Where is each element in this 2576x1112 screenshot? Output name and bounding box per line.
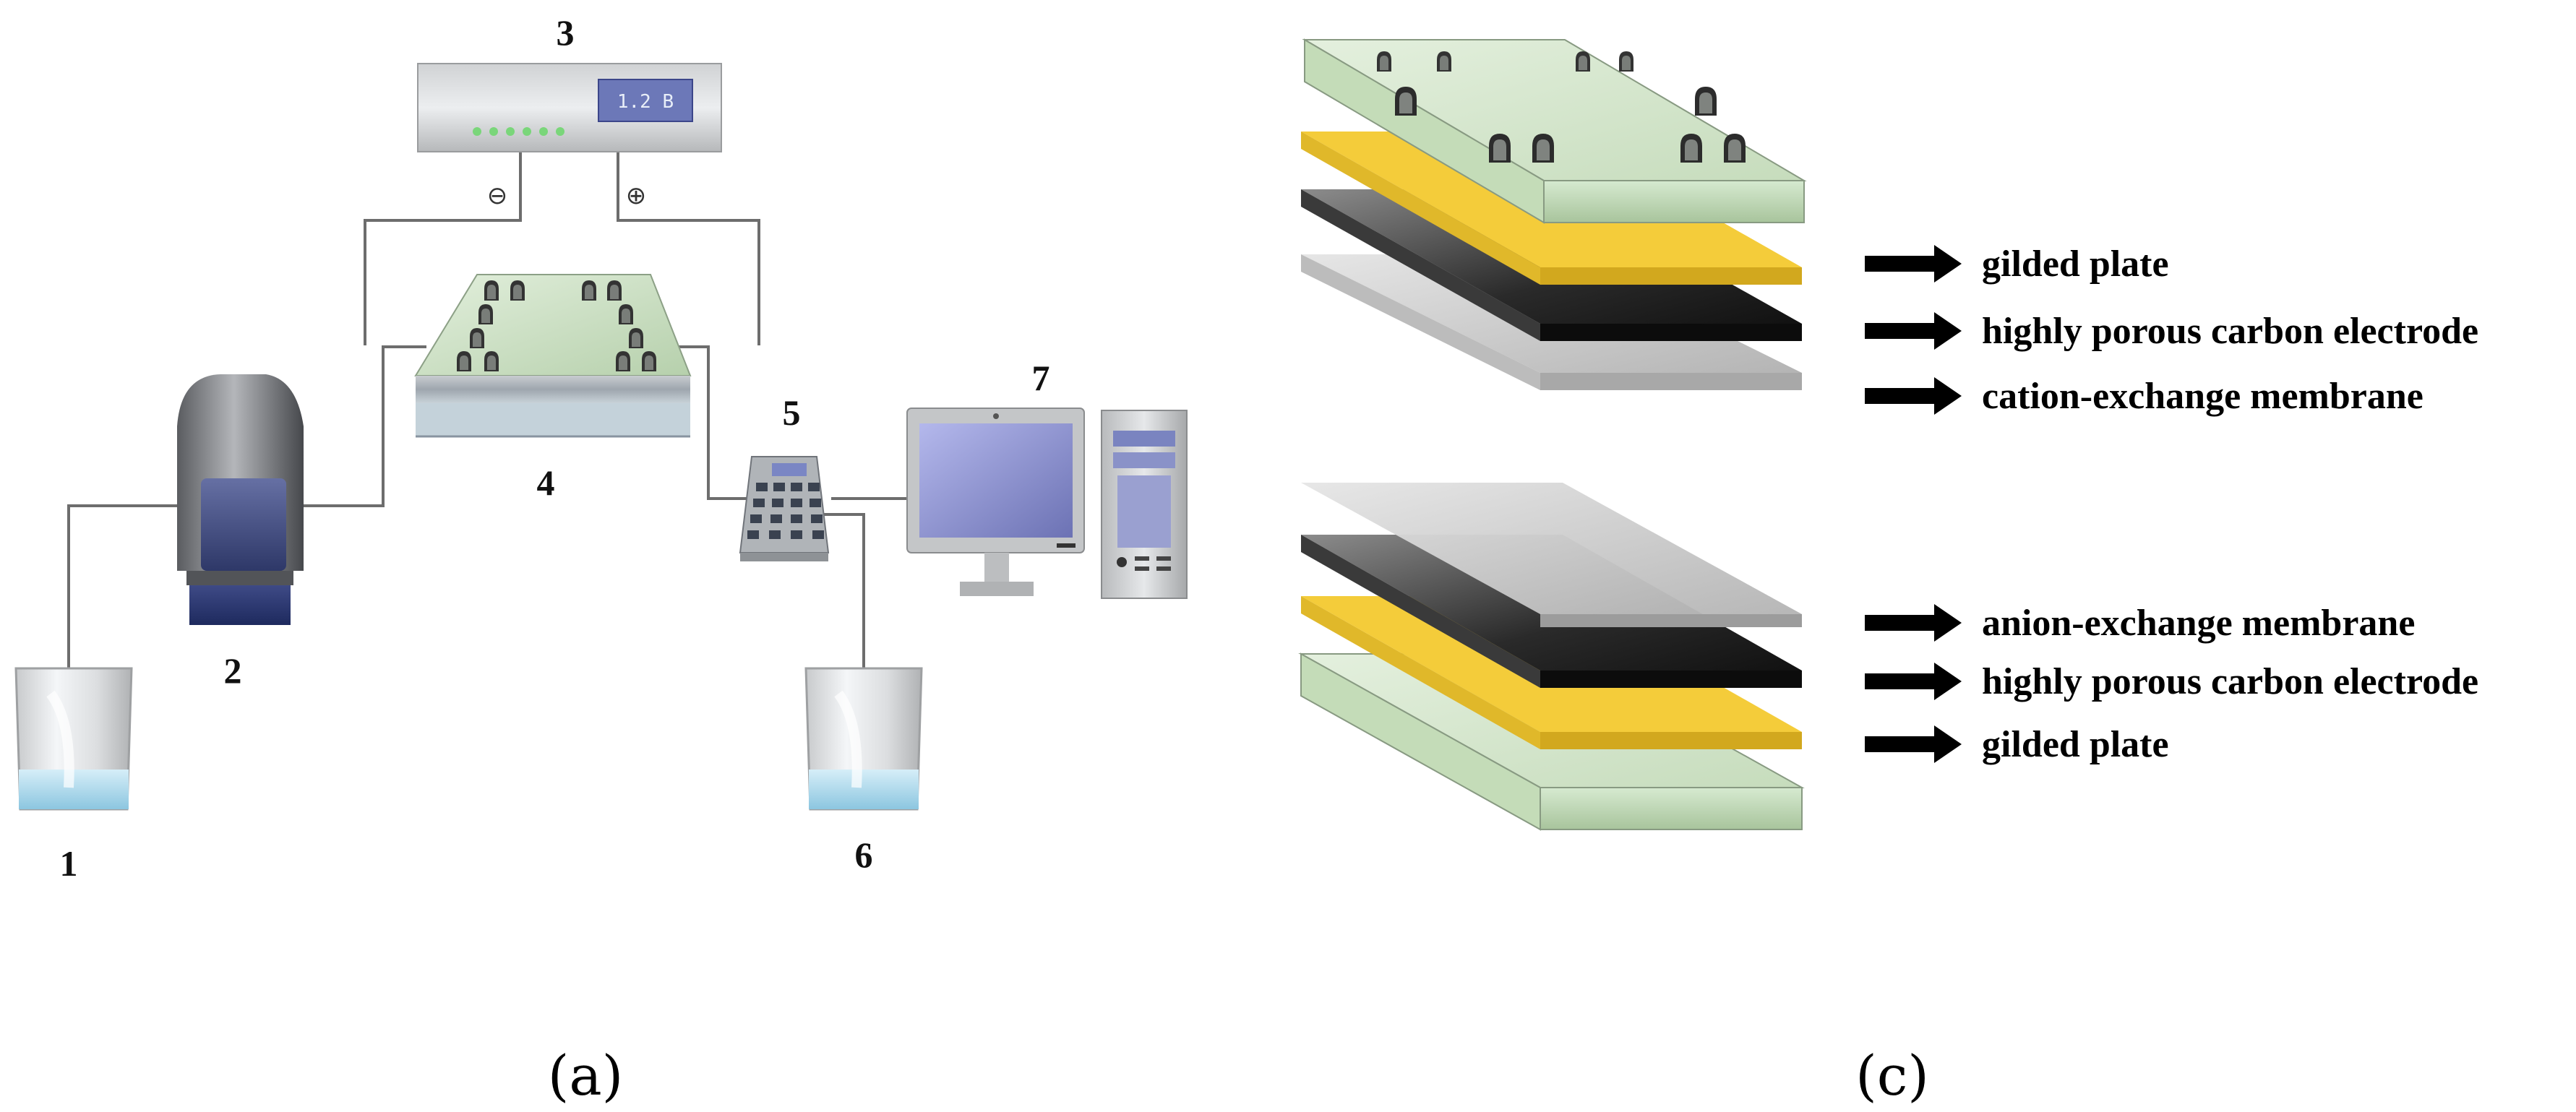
- label-4: 4: [537, 462, 555, 503]
- panel-c: gilded plate highly porous carbon electr…: [1298, 38, 2478, 1108]
- bottom-membrane-sheet: [1301, 483, 1802, 627]
- top-end-plate: [1302, 38, 1807, 224]
- label-2: 2: [224, 650, 242, 691]
- label-5: 5: [783, 392, 801, 433]
- label-1: 1: [60, 843, 78, 884]
- tubing: [67, 152, 911, 683]
- top-layer-label-cation-membrane: cation-exchange membrane: [1982, 376, 2423, 417]
- arrow-icon: [1865, 377, 1962, 415]
- power-display: [598, 79, 693, 122]
- bottom-layer-label-anion-membrane: anion-exchange membrane: [1982, 603, 2415, 644]
- panel-a-label: (a): [548, 1043, 624, 1108]
- pump: [177, 374, 304, 625]
- power-display-text: 1.2 B: [617, 91, 674, 113]
- negative-terminal-icon: ⊖: [487, 181, 508, 210]
- bottom-layer-label-gilded-plate: gilded plate: [1982, 724, 2169, 765]
- cdi-cell: [414, 274, 692, 438]
- arrow-icon: [1865, 312, 1962, 350]
- arrow-icon: [1865, 245, 1962, 283]
- label-7: 7: [1032, 358, 1050, 398]
- bottom-layer-label-carbon-electrode: highly porous carbon electrode: [1982, 661, 2478, 702]
- arrow-icon: [1865, 663, 1962, 700]
- arrow-icon: [1865, 725, 1962, 763]
- beaker-product: [804, 667, 923, 811]
- label-6: 6: [855, 835, 873, 875]
- top-layer-label-gilded-plate: gilded plate: [1982, 243, 2169, 285]
- indicator-lights: [473, 127, 564, 136]
- layer-legend: gilded plate highly porous carbon electr…: [1865, 243, 2478, 765]
- top-layer-label-carbon-electrode: highly porous carbon electrode: [1982, 311, 2478, 352]
- power-supply: 1.2 B ⊖ ⊕: [417, 63, 722, 210]
- computer: [906, 408, 1188, 599]
- panel-c-label: (c): [1855, 1043, 1929, 1108]
- positive-terminal-icon: ⊕: [626, 181, 647, 210]
- arrow-icon: [1865, 604, 1962, 642]
- label-3: 3: [557, 12, 575, 53]
- bottom-stack: [1298, 483, 1805, 831]
- beaker-feed: [14, 667, 133, 811]
- top-stack: [1301, 38, 1807, 390]
- meter: [739, 456, 830, 561]
- panel-a: 1.2 B ⊖ ⊕: [14, 12, 1188, 1108]
